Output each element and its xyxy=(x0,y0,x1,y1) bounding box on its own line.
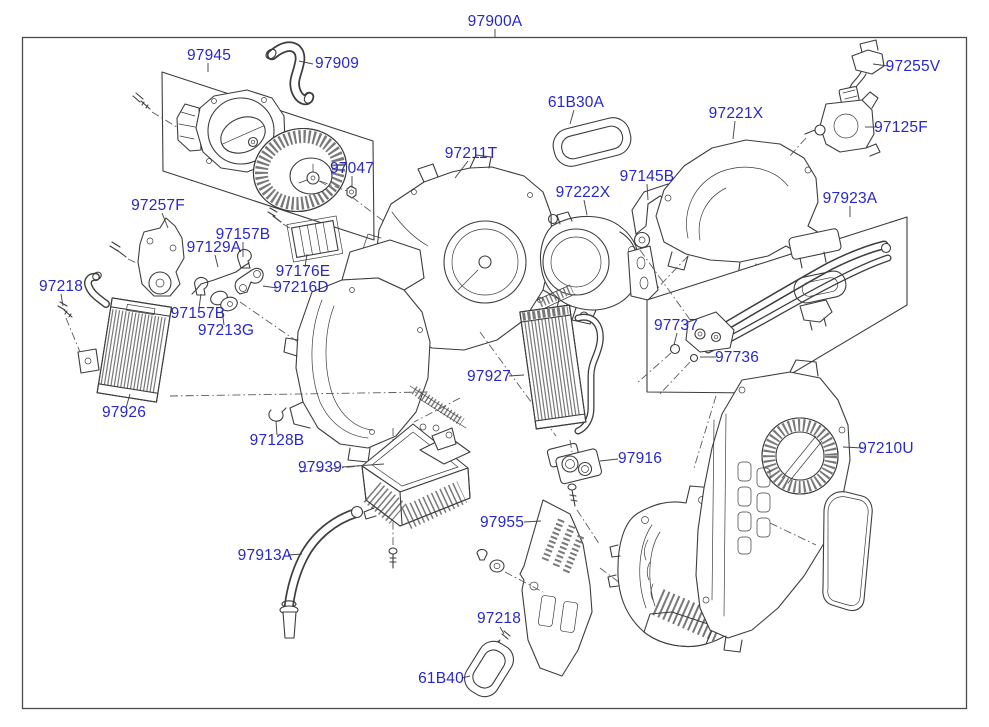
label-97218-bottom: 97218 xyxy=(477,610,521,627)
label-97176E: 97176E xyxy=(276,263,331,280)
label-97955: 97955 xyxy=(480,514,524,531)
part-97916-expansion-valve xyxy=(546,439,603,485)
blower-fan-wheel xyxy=(252,127,348,213)
part-labels: 97900A 97945 97909 97047 97211T 61B30A 9… xyxy=(39,13,941,687)
label-97157B-lower: 97157B xyxy=(171,305,226,322)
label-97913A: 97913A xyxy=(238,547,293,564)
label-97736: 97736 xyxy=(715,349,759,366)
label-97157B-upper: 97157B xyxy=(216,226,271,243)
label-61B40: 61B40 xyxy=(418,670,464,687)
label-97222X: 97222X xyxy=(556,184,611,201)
washer-icon xyxy=(247,136,259,148)
ring-97736 xyxy=(689,353,699,363)
part-61B30A-seal xyxy=(552,117,632,167)
part-97955-cover xyxy=(519,499,593,677)
label-97216D: 97216D xyxy=(273,279,329,296)
part-97221X-air-duct xyxy=(655,139,825,279)
part-97129A-rod xyxy=(191,262,250,295)
label-97916: 97916 xyxy=(618,450,662,467)
label-97145B: 97145B xyxy=(620,168,675,185)
part-97176E-resistor xyxy=(267,207,344,263)
part-97923A-tube-assembly xyxy=(635,216,908,469)
nut-97047 xyxy=(346,185,357,199)
part-97255V-sensor xyxy=(838,39,885,105)
part-97216D-lever xyxy=(234,267,264,295)
label-97737: 97737 xyxy=(654,317,698,334)
part-97909-hose xyxy=(265,41,315,106)
part-97210U-rear-case xyxy=(695,359,851,653)
label-97927: 97927 xyxy=(467,368,511,385)
part-97945-blower-motor-assembly xyxy=(132,71,375,241)
label-97211T: 97211T xyxy=(445,145,498,162)
label-61B30A: 61B30A xyxy=(548,94,605,111)
seal-strip xyxy=(409,385,467,429)
part-97125F-actuator xyxy=(787,91,881,159)
diagram-border xyxy=(21,36,968,710)
label-97939: 97939 xyxy=(298,459,342,476)
screw-icon xyxy=(132,92,151,110)
mount-strap xyxy=(627,245,659,301)
label-97047: 97047 xyxy=(330,160,374,177)
label-97125F: 97125F xyxy=(874,119,928,136)
part-97211T-lower-case xyxy=(239,239,431,473)
screw-97218-left xyxy=(57,301,73,318)
label-97213G: 97213G xyxy=(198,322,254,339)
part-97257F-actuator xyxy=(109,217,185,297)
label-97255V: 97255V xyxy=(886,58,941,75)
label-97218-left: 97218 xyxy=(39,278,83,295)
label-97210U: 97210U xyxy=(858,440,914,457)
label-97926: 97926 xyxy=(102,404,146,421)
part-97157B-clip-upper xyxy=(237,248,252,269)
label-97923A: 97923A xyxy=(823,190,878,207)
part-97939-lower-case xyxy=(361,423,471,545)
part-97213G-bushing xyxy=(210,290,238,312)
leader-lines xyxy=(60,60,889,679)
filter-pad xyxy=(822,491,873,612)
label-97129A: 97129A xyxy=(187,239,242,256)
screw-icon-tray xyxy=(388,547,398,569)
pin-and-grommet xyxy=(476,548,544,593)
part-61B40-seal xyxy=(464,640,514,698)
seal-strip-upper xyxy=(536,284,576,310)
label-97257F: 97257F xyxy=(131,197,185,214)
part-97913A-drain-hose xyxy=(279,505,364,639)
label-97128B: 97128B xyxy=(250,432,305,449)
label-97900A: 97900A xyxy=(468,13,523,30)
part-97128B-clip xyxy=(268,407,287,422)
label-97945: 97945 xyxy=(187,47,231,64)
label-97909: 97909 xyxy=(315,55,359,72)
label-97221X: 97221X xyxy=(709,105,764,122)
part-97926-heater-core xyxy=(65,271,429,403)
ring-97737 xyxy=(669,343,681,355)
part-97157B-clip-lower xyxy=(194,276,209,296)
